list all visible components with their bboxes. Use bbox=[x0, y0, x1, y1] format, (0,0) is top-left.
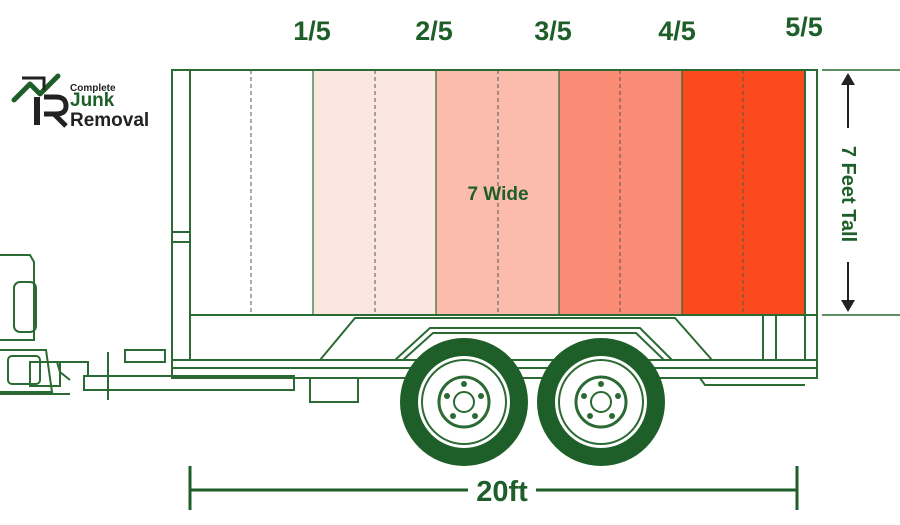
logo-text-junk: Junk bbox=[70, 90, 115, 111]
fraction-label-5: 5/5 bbox=[785, 12, 823, 42]
width-label: 7 Wide bbox=[467, 184, 528, 205]
fraction-label-1: 1/5 bbox=[293, 16, 331, 46]
logo-text-removal: Removal bbox=[70, 110, 149, 131]
fraction-label-3: 3/5 bbox=[534, 16, 572, 46]
company-logo: Complete Junk Removal bbox=[11, 73, 149, 131]
tow-vehicle bbox=[0, 254, 89, 395]
trailer-box bbox=[171, 69, 818, 361]
height-dimension: 7 Feet Tall bbox=[822, 69, 900, 316]
arrow-down-icon bbox=[841, 300, 855, 312]
logo-mark-icon bbox=[11, 73, 69, 128]
arrow-up-icon bbox=[841, 73, 855, 85]
fraction-labels: 1/5 2/5 3/5 4/5 5/5 bbox=[293, 12, 823, 46]
segment-half-dividers bbox=[250, 70, 744, 315]
length-label: 20ft bbox=[476, 476, 528, 508]
length-dimension: 20ft bbox=[188, 466, 799, 510]
fraction-label-4: 4/5 bbox=[658, 16, 696, 46]
logo-text-complete: Complete bbox=[70, 83, 116, 94]
height-label: 7 Feet Tall bbox=[837, 146, 859, 242]
wheel-rear bbox=[537, 338, 665, 466]
fraction-label-2: 2/5 bbox=[415, 16, 453, 46]
fender bbox=[319, 317, 713, 361]
segment-dividers bbox=[312, 70, 683, 315]
wheel-front bbox=[400, 338, 528, 466]
